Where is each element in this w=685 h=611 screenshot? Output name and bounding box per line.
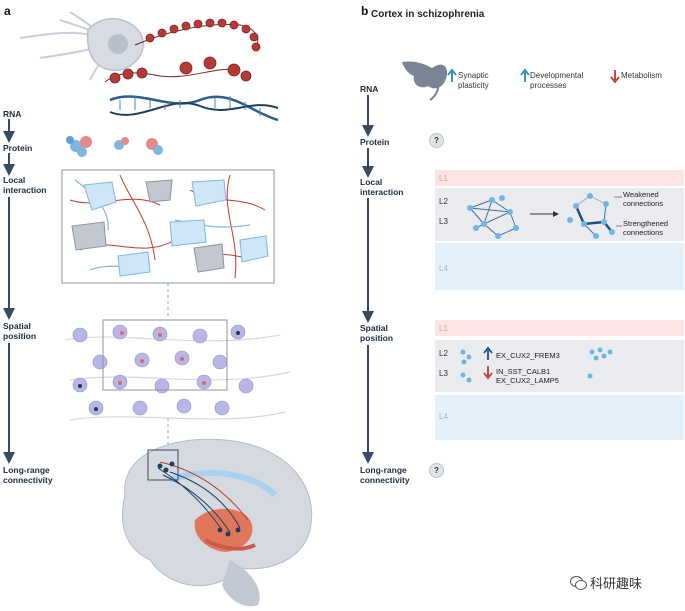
weakened-line1: Weakened: [623, 190, 659, 199]
legend-developmental-line1: Developmental: [530, 71, 584, 80]
rna-beads: [104, 18, 261, 84]
protein-unknown-mark: ?: [429, 133, 444, 148]
layer-label-l1-local: L1: [439, 174, 448, 183]
band-l4-spatial: [435, 395, 684, 440]
label-longrange-a-line2: connectivity: [3, 475, 53, 485]
panel-a-letter: a: [4, 4, 11, 18]
legend-down-arrow-metabolism: [610, 70, 620, 84]
gene-up-label: EX_CUX2_FREM3: [496, 351, 560, 360]
label-protein-b: Protein: [360, 137, 390, 147]
panel-b-graphics: [362, 61, 622, 464]
gene-down-label-1: IN_SST_CALB1: [496, 367, 551, 376]
label-longrange-a-line1: Long-range: [3, 465, 50, 475]
label-longrange-b: Long-range connectivity: [360, 465, 410, 485]
label-local-a-line2: interaction: [3, 185, 47, 195]
spatial-dots-right: [587, 347, 613, 379]
label-local-a: Local interaction: [3, 175, 46, 195]
wechat-icon: [570, 576, 587, 590]
spatial-cell-map: [64, 319, 291, 421]
label-longrange-b-line1: Long-range: [360, 465, 407, 475]
cell-silhouette: [402, 61, 448, 101]
label-local-a-line1: Local: [3, 175, 26, 185]
panel-b-title: Cortex in schizophrenia: [371, 9, 485, 20]
label-spatial-a-line2: position: [3, 331, 37, 341]
layer-label-l4-local: L4: [439, 264, 448, 273]
layer-label-l1-spatial: L1: [439, 324, 448, 333]
gene-down-label-2: EX_CUX2_LAMP5: [496, 376, 559, 385]
label-local-b-line2: interaction: [360, 187, 404, 197]
legend-synaptic-line2: plasticity: [458, 80, 489, 90]
label-local-b-line1: Local: [360, 177, 383, 187]
label-spatial-b: Spatial position: [360, 323, 393, 343]
layer-label-l2-spatial: L2: [439, 349, 448, 358]
legend-synaptic: Synaptic plasticity: [458, 71, 489, 90]
local-interaction-box: [61, 169, 275, 284]
band-l4-local: [435, 243, 684, 290]
label-spatial-b-line1: Spatial: [360, 323, 388, 333]
dna-helix: [109, 95, 279, 122]
network-altered: [567, 193, 622, 239]
weakened-line2: connections: [623, 199, 664, 208]
brain-illustration: [122, 438, 313, 607]
spatial-dots-left: [460, 349, 472, 383]
strengthened-connections-label: Strengthened connections: [623, 219, 668, 237]
watermark: 科研趣味: [570, 573, 642, 592]
legend-developmental-line2: processes: [530, 80, 567, 90]
label-rna-a: RNA: [3, 109, 22, 119]
spatial-up-arrow: [483, 346, 493, 360]
band-l23-local: [435, 188, 684, 241]
label-spatial-a-line1: Spatial: [3, 321, 31, 331]
band-l1-spatial: [435, 320, 684, 336]
strengthened-line2: connections: [623, 228, 664, 237]
label-spatial-a: Spatial position: [3, 321, 36, 341]
layer-label-l3-spatial: L3: [439, 369, 448, 378]
label-protein-a: Protein: [3, 143, 33, 153]
legend-synaptic-line1: Synaptic: [458, 71, 489, 80]
label-longrange-b-line2: connectivity: [360, 475, 410, 485]
label-longrange-a: Long-range connectivity: [3, 465, 53, 485]
label-rna-b: RNA: [360, 84, 379, 94]
network-baseline: [469, 199, 517, 237]
band-l1-local: [435, 170, 684, 186]
neuron-illustration: [19, 11, 144, 81]
watermark-text: 科研趣味: [590, 576, 643, 591]
weakened-connections-label: Weakened connections: [623, 190, 663, 208]
legend-up-arrow-developmental: [520, 68, 530, 82]
legend-developmental: Developmental processes: [530, 71, 583, 90]
panel-b-letter: b: [361, 4, 369, 18]
layer-label-l3-local: L3: [439, 217, 448, 226]
spatial-down-arrow: [483, 366, 493, 380]
layer-label-l4-spatial: L4: [439, 412, 448, 421]
longrange-unknown-mark: ?: [429, 463, 444, 478]
band-l23-spatial: [435, 340, 684, 392]
legend-metabolism: Metabolism: [621, 71, 662, 80]
panel-a-graphics: [3, 11, 313, 607]
layer-label-l2-local: L2: [439, 197, 448, 206]
network-baseline-nodes: [467, 195, 519, 239]
protein-clusters: [66, 136, 163, 157]
label-local-b: Local interaction: [360, 177, 403, 197]
strengthened-line1: Strengthened: [623, 219, 669, 228]
label-spatial-b-line2: position: [360, 333, 394, 343]
legend-up-arrow-synaptic: [447, 68, 457, 82]
